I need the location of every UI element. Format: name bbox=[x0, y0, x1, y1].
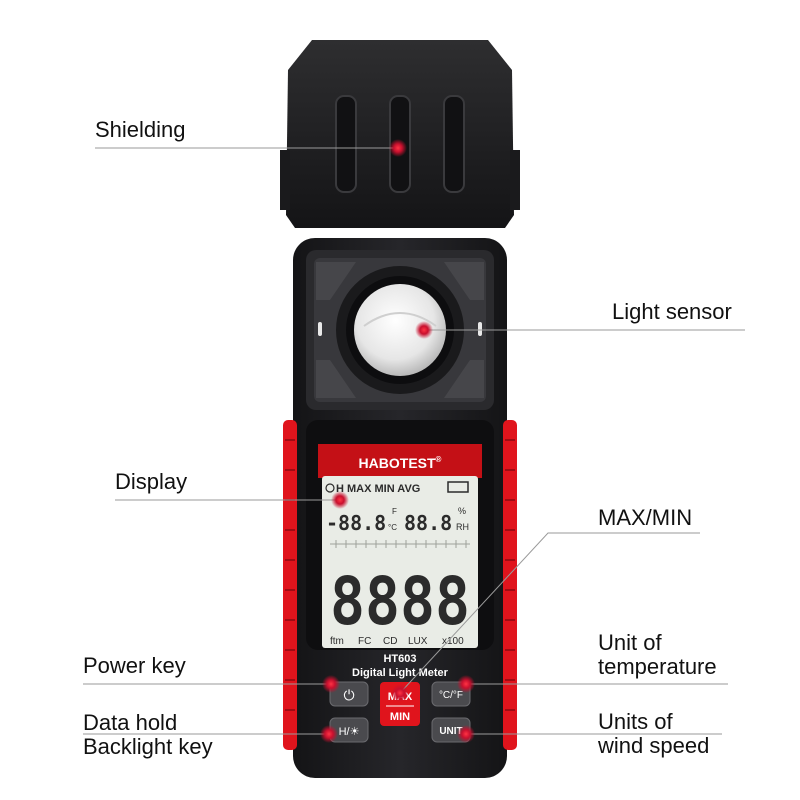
lcd-humidity-readout: 88.8 bbox=[404, 511, 452, 535]
lcd-unit-x100: x100 bbox=[442, 636, 464, 647]
lcd-unit-cd: CD bbox=[383, 636, 397, 647]
label-light-sensor-text: Light sensor bbox=[612, 299, 732, 324]
label-shielding-text: Shielding bbox=[95, 117, 186, 142]
marker-unit-of-temperature bbox=[457, 675, 475, 693]
lcd-unit-fc: FC bbox=[358, 636, 371, 647]
registered-mark: ® bbox=[436, 455, 442, 464]
lcd-main-readout: 8888 bbox=[330, 563, 470, 640]
label-power-key: Power key bbox=[83, 654, 186, 678]
lcd-unit-ftm: ftm bbox=[330, 636, 344, 647]
label-max-min-text: MAX/MIN bbox=[598, 505, 693, 530]
label-data-hold: Data hold Backlight key bbox=[83, 711, 213, 759]
label-unit-temp-line1: Unit of bbox=[598, 630, 662, 655]
marker-light-sensor bbox=[415, 321, 433, 339]
display-panel: HABOTEST® H MAX MIN AVG -88.8 F °C 88.8 … bbox=[306, 420, 494, 650]
lcd-unit-c: °C bbox=[388, 523, 397, 532]
lcd-unit-percent: % bbox=[458, 506, 466, 516]
callout-markers bbox=[320, 139, 475, 743]
label-wind-speed: Units of wind speed bbox=[598, 710, 709, 758]
label-light-sensor: Light sensor bbox=[612, 300, 732, 324]
marker-power-key bbox=[322, 675, 340, 693]
marker-wind-speed bbox=[457, 725, 475, 743]
label-data-hold-line2: Backlight key bbox=[83, 734, 213, 759]
model-label: HT603 bbox=[383, 653, 416, 665]
label-display: Display bbox=[115, 470, 187, 494]
label-max-min: MAX/MIN bbox=[598, 506, 692, 530]
max-min-button-bottom-label: MIN bbox=[390, 711, 410, 723]
brand-label: HABOTEST® bbox=[359, 455, 442, 471]
lcd-temp-readout: -88.8 bbox=[326, 511, 386, 535]
sensor-head bbox=[306, 250, 494, 410]
lcd-unit-f: F bbox=[392, 507, 397, 516]
temp-unit-button-label: °C/°F bbox=[439, 690, 463, 701]
marker-max-min bbox=[391, 684, 409, 702]
lcd-unit-rh: RH bbox=[456, 522, 469, 532]
lcd-bar-graph bbox=[330, 540, 470, 548]
hold-backlight-icon: H/☀ bbox=[339, 726, 360, 738]
marker-display bbox=[331, 491, 349, 509]
lcd-unit-lux: LUX bbox=[408, 636, 428, 647]
label-display-text: Display bbox=[115, 469, 188, 494]
lcd-top-flags: H MAX MIN AVG bbox=[336, 483, 420, 495]
battery-icon bbox=[447, 481, 469, 493]
label-shielding: Shielding bbox=[95, 118, 186, 142]
power-indicator-icon bbox=[325, 483, 335, 493]
power-button[interactable]: ⏻ bbox=[329, 681, 369, 707]
label-power-key-text: Power key bbox=[83, 653, 186, 678]
label-data-hold-line1: Data hold bbox=[83, 710, 178, 735]
marker-data-hold bbox=[320, 725, 338, 743]
light-sensor-dome bbox=[354, 284, 446, 376]
label-wind-speed-line2: wind speed bbox=[598, 733, 710, 758]
callout-lines bbox=[83, 147, 745, 735]
power-icon: ⏻ bbox=[343, 687, 354, 703]
lcd-screen bbox=[322, 476, 478, 648]
marker-shielding bbox=[389, 139, 407, 157]
unit-button-label: UNIT bbox=[439, 726, 462, 737]
label-unit-temp-line2: temperature bbox=[598, 654, 717, 679]
label-wind-speed-line1: Units of bbox=[598, 709, 673, 734]
shielding-cap bbox=[280, 40, 520, 228]
product-name-label: Digital Light Meter bbox=[352, 667, 449, 679]
label-unit-of-temperature: Unit of temperature bbox=[598, 631, 717, 679]
